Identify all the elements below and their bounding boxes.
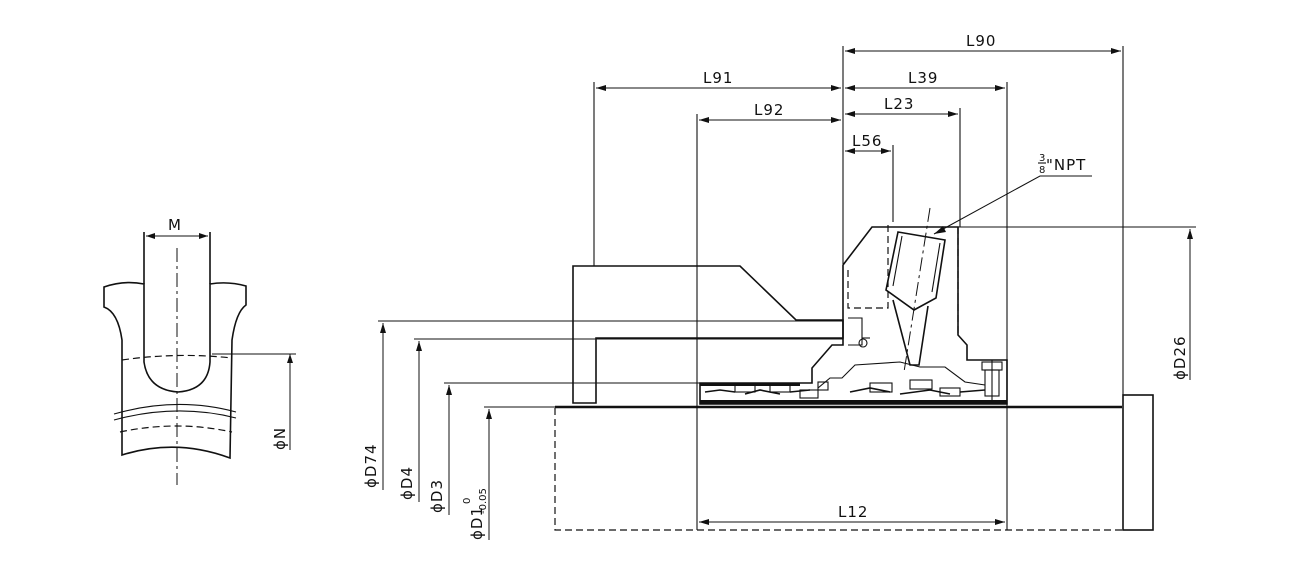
arrow-D3 [446,385,452,395]
arrow-L92-right [831,117,841,123]
main-section-view: L90 L91 L39 L23 L92 L56 L12 [362,32,1196,540]
label-L23: L23 [884,95,914,113]
shaft-shoulder [1122,394,1154,531]
label-N: ϕN [271,427,289,450]
label-D1-upper-tol: 0 [462,498,473,504]
spring-1 [817,381,829,391]
detail-hidden-line-lower [119,425,233,433]
arrow-L90-left [845,48,855,54]
arrow-L39-left [845,85,855,91]
label-L90: L90 [966,32,996,50]
hidden-port-path [847,222,889,309]
o-ring-4 [869,382,893,393]
arrow-L39-right [995,85,1005,91]
arrow-M-right [199,233,208,239]
npt-centerline [903,207,931,373]
npt-fraction-denominator: 8 [1039,165,1045,176]
detail-arc-2 [113,410,237,421]
arrow-D74 [380,323,386,333]
label-L39: L39 [908,69,938,87]
npt-fraction-numerator: 3 [1039,153,1045,164]
label-L91: L91 [703,69,733,87]
arrow-M-left [146,233,155,239]
label-D74: ϕD74 [362,443,380,488]
arrow-L92-left [699,117,709,123]
arrow-L91-left [596,85,606,91]
label-D4: ϕD4 [398,466,416,500]
arrow-N [287,354,293,363]
detail-hidden-line-upper [121,354,233,361]
label-D26: ϕD26 [1171,335,1189,380]
label-L56: L56 [852,132,882,150]
arrow-L23-left [845,111,855,117]
o-ring-5 [909,379,933,390]
arrow-D1 [486,409,492,419]
detail-body-outline [103,281,247,460]
housing-inner-profile [817,361,986,389]
arrow-L23-right [948,111,958,117]
arrow-L12-right [995,519,1005,525]
drive-screw-head [981,361,1003,371]
npt-callout-text: "NPT [1046,156,1086,174]
arrow-L12-left [699,519,709,525]
sleeve-line [700,400,1007,404]
npt-port-body [885,231,946,311]
arrow-L56-right [881,148,891,154]
arrow-D26 [1187,229,1193,239]
housing-step-1 [848,317,863,346]
npt-port-bore [892,299,929,366]
arrow-L91-right [831,85,841,91]
label-M: M [168,216,182,234]
label-D3: ϕD3 [428,479,446,513]
label-L12: L12 [838,503,868,521]
label-L92: L92 [754,101,784,119]
o-ring-3 [799,389,819,399]
o-ring-2 [769,383,791,393]
set-screw-small [858,338,868,348]
arrow-L90-right [1111,48,1121,54]
gland-detail-view: M ϕN [103,216,296,485]
o-ring-6 [939,387,961,397]
seal-housing-outline [699,226,1008,405]
o-ring-1 [734,383,756,393]
detail-arc-1 [113,403,237,415]
npt-leader-arrow [934,226,946,234]
npt-leader-line [933,175,1092,235]
npt-thread-lines [892,235,941,293]
npt-port [885,207,946,373]
arrow-D4 [416,341,422,351]
seal-internals [700,360,1007,404]
arrow-L56-left [845,148,855,154]
label-D1-lower-tol: -0.05 [478,488,489,514]
ring-profile-left [704,389,811,395]
label-D1: ϕD1 [468,506,486,540]
shaft-hidden-outline [554,408,1122,531]
